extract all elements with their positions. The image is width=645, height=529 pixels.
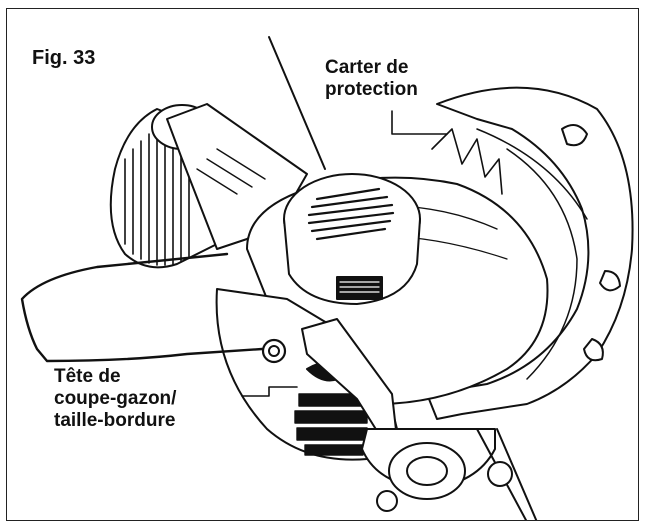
guard-callout-line-1: Carter de [325, 57, 409, 78]
guard-leader-line [391, 110, 448, 135]
edge-guide-wire [20, 252, 264, 363]
figure-frame: Fig. 33 Carter de protection Tête de cou… [6, 8, 639, 521]
figure-number-label: Fig. 33 [32, 47, 96, 69]
guard-callout: Carter de protection [325, 57, 418, 101]
head-callout-line-2: coupe-gazon/ [54, 388, 177, 409]
head-callout-line-1: Tête de [54, 366, 121, 387]
guard-callout-line-2: protection [325, 79, 418, 100]
shaft-line [268, 36, 326, 170]
guard-outline [426, 86, 634, 420]
vent-cap [283, 173, 421, 305]
head-leader-line [241, 386, 298, 397]
head-callout: Tête de coupe-gazon/ taille-bordure [54, 366, 176, 432]
wheel-assembly [361, 428, 538, 520]
head-callout-line-3: taille-bordure [54, 410, 176, 431]
trimmer-head-illustration [20, 36, 634, 520]
